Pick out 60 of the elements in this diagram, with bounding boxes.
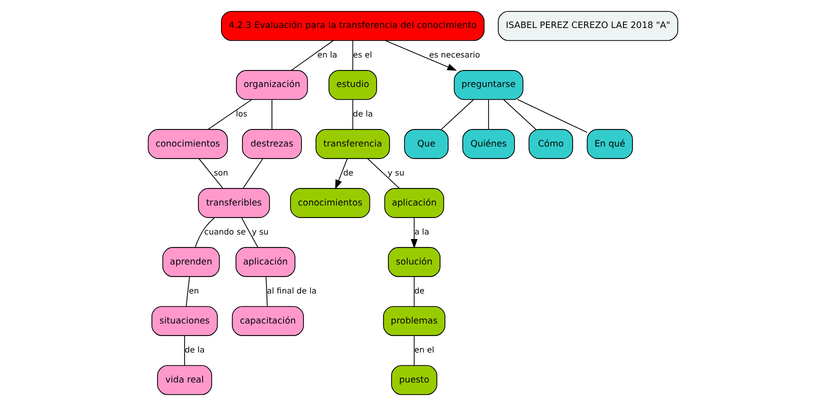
edge-label: al final de la xyxy=(266,286,316,296)
node-box: conocimientos xyxy=(290,188,370,218)
node-box: conocimientos xyxy=(147,129,228,159)
connector xyxy=(440,99,474,130)
node-box: vida real xyxy=(156,365,212,395)
connector xyxy=(502,99,536,130)
node-box: solución xyxy=(387,247,440,277)
edge-label: es necesario xyxy=(428,49,480,60)
node-box: 4.2.3 Evaluación para la transferencia del conocimiento xyxy=(220,11,484,41)
edge-label: los xyxy=(235,108,247,118)
arrow xyxy=(334,158,348,190)
node-box: aplicación xyxy=(384,188,444,218)
edge-label: de la xyxy=(184,344,204,355)
arrow xyxy=(410,217,418,249)
node-box: puesto xyxy=(390,365,437,395)
node-box: transferencia xyxy=(315,129,390,159)
edge-label: en la xyxy=(316,49,337,60)
node-box: situaciones xyxy=(150,306,218,336)
edge-label: de xyxy=(342,168,353,178)
edge-label: en el xyxy=(414,344,434,355)
edge-label: y su xyxy=(251,226,268,237)
edge-label: a la xyxy=(414,226,429,237)
node-box: aplicación xyxy=(235,247,295,277)
node-box: Que xyxy=(404,129,448,159)
connector xyxy=(198,158,223,189)
node-box: En qué xyxy=(586,129,632,159)
edge-label: cuando se xyxy=(204,226,246,237)
node-box: organización xyxy=(235,70,308,100)
connector xyxy=(413,276,414,307)
node-box: aprenden xyxy=(162,247,220,277)
node-box: destrezas xyxy=(242,129,302,159)
edge-label: es el xyxy=(352,49,372,60)
arrow xyxy=(384,40,456,71)
node-box: transferibles xyxy=(197,188,270,218)
connector xyxy=(413,335,414,366)
connector xyxy=(194,217,214,248)
connector xyxy=(352,99,353,130)
connector xyxy=(185,276,190,307)
connector xyxy=(207,99,252,130)
connector xyxy=(265,276,268,307)
edge-label: en xyxy=(188,286,198,296)
connector xyxy=(516,99,587,133)
connector xyxy=(242,158,263,189)
node-box: preguntarse xyxy=(453,70,523,100)
connector xyxy=(352,40,353,71)
node-box: estudio xyxy=(328,70,377,100)
connector xyxy=(366,158,400,189)
connector xyxy=(240,217,258,248)
node-box: Quiénes xyxy=(462,129,514,159)
edge-label: y su xyxy=(387,168,404,178)
node-box: Cómo xyxy=(528,129,573,159)
connector xyxy=(290,40,334,71)
connector xyxy=(271,99,272,130)
node-box: capacitación xyxy=(231,306,304,336)
edge-label: de xyxy=(414,286,424,296)
node-box: ISABEL PEREZ CEREZO LAE 2018 "A" xyxy=(497,11,678,41)
edge-label: de la xyxy=(352,108,372,118)
connector xyxy=(184,335,185,366)
edge-label: son xyxy=(213,168,228,178)
node-box: problemas xyxy=(382,306,445,336)
